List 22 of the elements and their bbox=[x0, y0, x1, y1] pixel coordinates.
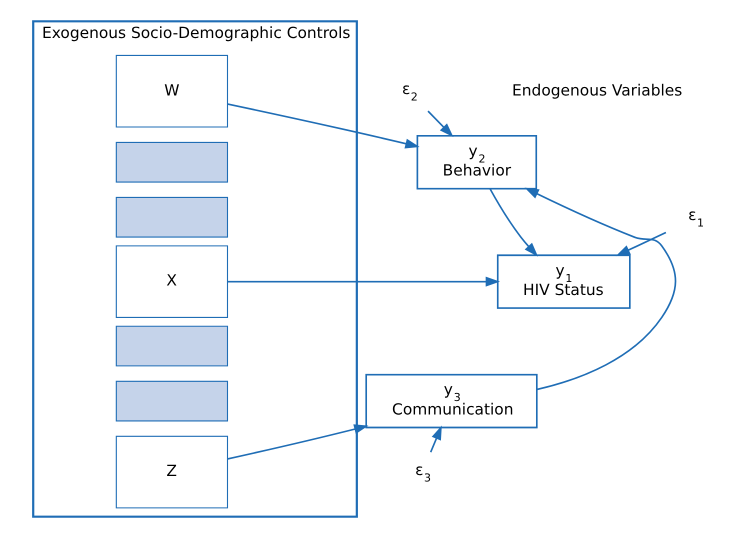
node-bar bbox=[116, 380, 228, 422]
arrow bbox=[430, 426, 442, 453]
node-text: ε$_{1}$ bbox=[688, 206, 704, 230]
label: Endogenous Variables bbox=[512, 81, 682, 100]
node-bar bbox=[116, 196, 228, 238]
node-bar bbox=[116, 326, 228, 366]
node-text: ε$_{3}$ bbox=[415, 461, 431, 485]
node-box: y$_{2}$ Behavior bbox=[416, 134, 538, 190]
arrow bbox=[524, 188, 676, 390]
node-text: ε$_{2}$ bbox=[402, 80, 418, 104]
node-bar bbox=[116, 142, 228, 183]
node-box: Z bbox=[116, 436, 228, 508]
node-box: X bbox=[116, 245, 228, 318]
arrow bbox=[228, 103, 420, 149]
arrow bbox=[616, 232, 666, 256]
arrow bbox=[227, 424, 368, 460]
node-box: W bbox=[116, 54, 228, 128]
arrow bbox=[489, 188, 538, 257]
arrow bbox=[427, 110, 454, 138]
node-box: y$_{1}$ HIV Status bbox=[496, 254, 631, 309]
arrow bbox=[228, 276, 500, 287]
node-box: y$_{3}$ Communication bbox=[365, 374, 538, 428]
